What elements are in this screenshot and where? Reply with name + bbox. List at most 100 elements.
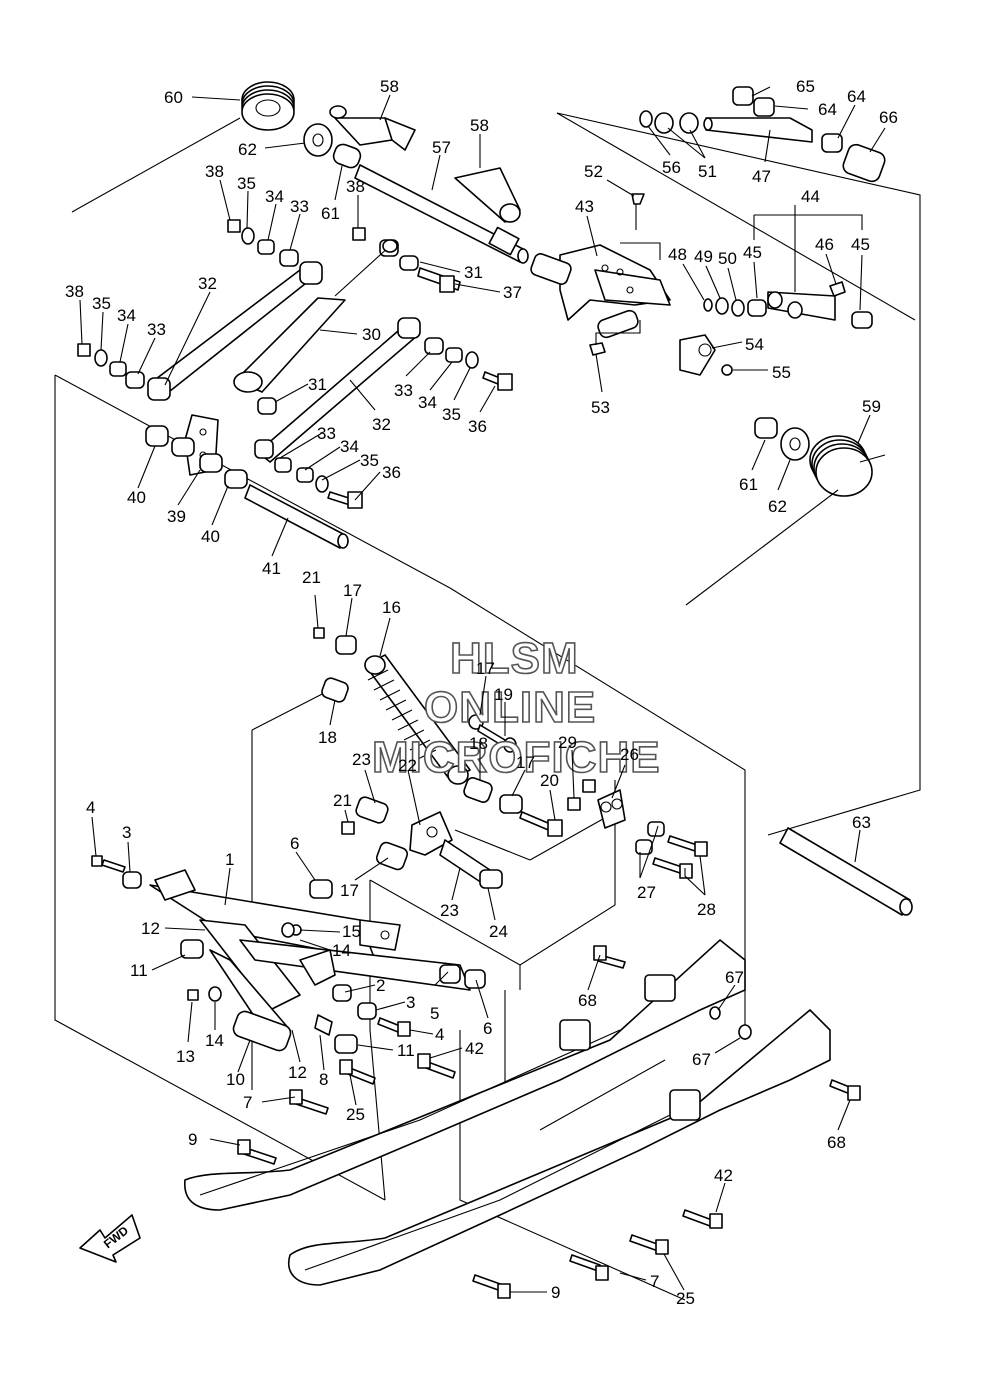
callout: 61 bbox=[321, 204, 340, 223]
callout: 64 bbox=[847, 87, 866, 106]
callout: 34 bbox=[265, 187, 284, 206]
callout: 20 bbox=[540, 771, 559, 790]
callout: 64 bbox=[818, 100, 837, 119]
callout: 12 bbox=[141, 919, 160, 938]
callout: 34 bbox=[418, 393, 437, 412]
callout: 65 bbox=[796, 77, 815, 96]
callout: 31 bbox=[308, 375, 327, 394]
watermark-line1: HLSM bbox=[450, 634, 579, 683]
leader-lines bbox=[79, 86, 886, 1293]
callout: 38 bbox=[346, 177, 365, 196]
callout: 7 bbox=[243, 1093, 252, 1112]
front-arm-hardware bbox=[180, 922, 486, 1054]
callout: 3 bbox=[406, 993, 415, 1012]
callout: 67 bbox=[725, 968, 744, 987]
callout: 19 bbox=[494, 685, 513, 704]
callout: 25 bbox=[676, 1289, 695, 1308]
callout: 7 bbox=[650, 1272, 659, 1291]
callout: 35 bbox=[360, 451, 379, 470]
callout: 9 bbox=[188, 1130, 197, 1149]
callout: 32 bbox=[198, 274, 217, 293]
callout: 4 bbox=[86, 798, 95, 817]
small-parts-48-50 bbox=[703, 281, 873, 329]
callout: 34 bbox=[340, 437, 359, 456]
callout: 50 bbox=[718, 249, 737, 268]
callout: 6 bbox=[483, 1019, 492, 1038]
callout: 41 bbox=[262, 559, 281, 578]
watermark: HLSM ONLINE MICROFICHE bbox=[371, 633, 660, 783]
callout: 37 bbox=[503, 283, 522, 302]
bushings-65-64 bbox=[639, 86, 886, 183]
torsion-spring-right bbox=[685, 417, 886, 606]
callout: 45 bbox=[743, 243, 762, 262]
callout: 33 bbox=[317, 424, 336, 443]
callout: 14 bbox=[332, 941, 351, 960]
callout: 39 bbox=[167, 507, 186, 526]
callout: 17 bbox=[476, 659, 495, 678]
callout: 4 bbox=[435, 1025, 444, 1044]
callout: 11 bbox=[130, 961, 148, 980]
collar-58-upper bbox=[329, 105, 416, 151]
callout: 12 bbox=[288, 1063, 307, 1082]
callout: 49 bbox=[694, 247, 713, 266]
hardware-top-left bbox=[227, 219, 461, 293]
callout-labels: 60 58 58 62 57 38 35 34 33 61 38 31 37 3… bbox=[65, 77, 898, 1308]
callout: 28 bbox=[697, 900, 716, 919]
callout: 66 bbox=[879, 108, 898, 127]
callout: 53 bbox=[591, 398, 610, 417]
callout: 6 bbox=[290, 834, 299, 853]
callout: 15 bbox=[342, 922, 361, 941]
callout: 68 bbox=[578, 991, 597, 1010]
link-26-hardware bbox=[567, 779, 708, 879]
callout: 11 bbox=[397, 1041, 415, 1060]
callout: 51 bbox=[698, 162, 717, 181]
slide-rail-right bbox=[288, 1008, 861, 1286]
callout: 47 bbox=[752, 167, 771, 186]
callout: 56 bbox=[662, 158, 681, 177]
callout: 55 bbox=[772, 363, 791, 382]
callout: 14 bbox=[205, 1031, 224, 1050]
callout: 18 bbox=[318, 728, 337, 747]
callout: 62 bbox=[768, 497, 787, 516]
callout: 34 bbox=[117, 306, 136, 325]
shaft-57 bbox=[354, 164, 529, 264]
rail-bolts bbox=[237, 1053, 723, 1299]
callout: 54 bbox=[745, 335, 764, 354]
callout: 10 bbox=[226, 1070, 245, 1089]
callout: 45 bbox=[851, 235, 870, 254]
hardware-left-stack bbox=[77, 337, 513, 509]
callout: 2 bbox=[376, 976, 385, 995]
callout: 5 bbox=[430, 1004, 439, 1023]
callout: 36 bbox=[468, 417, 487, 436]
bushing-61-top bbox=[332, 143, 362, 169]
callout: 67 bbox=[692, 1050, 711, 1069]
callout: 42 bbox=[714, 1166, 733, 1185]
callout: 9 bbox=[551, 1283, 560, 1302]
callout: 58 bbox=[470, 116, 489, 135]
callout: 24 bbox=[489, 922, 508, 941]
callout: 31 bbox=[464, 263, 483, 282]
callout: 58 bbox=[380, 77, 399, 96]
callout: 8 bbox=[319, 1070, 328, 1089]
callout: 21 bbox=[302, 568, 321, 587]
callout: 33 bbox=[147, 320, 166, 339]
callout: 59 bbox=[862, 397, 881, 416]
callout: 43 bbox=[575, 197, 594, 216]
callout: 16 bbox=[382, 598, 401, 617]
callout: 36 bbox=[382, 463, 401, 482]
callout: 17 bbox=[340, 881, 359, 900]
pin-63 bbox=[779, 827, 913, 916]
callout: 17 bbox=[343, 581, 362, 600]
plate-54 bbox=[679, 334, 733, 376]
callout: 33 bbox=[394, 381, 413, 400]
callout: 46 bbox=[815, 235, 834, 254]
washer-62-top bbox=[303, 123, 333, 157]
callout: 38 bbox=[205, 162, 224, 181]
callout: 25 bbox=[346, 1105, 365, 1124]
callout: 35 bbox=[237, 174, 256, 193]
callout: 21 bbox=[333, 791, 352, 810]
link-arm-32-right bbox=[254, 317, 421, 463]
fwd-arrow-icon: FWD bbox=[79, 1214, 141, 1263]
callout: 23 bbox=[440, 901, 459, 920]
